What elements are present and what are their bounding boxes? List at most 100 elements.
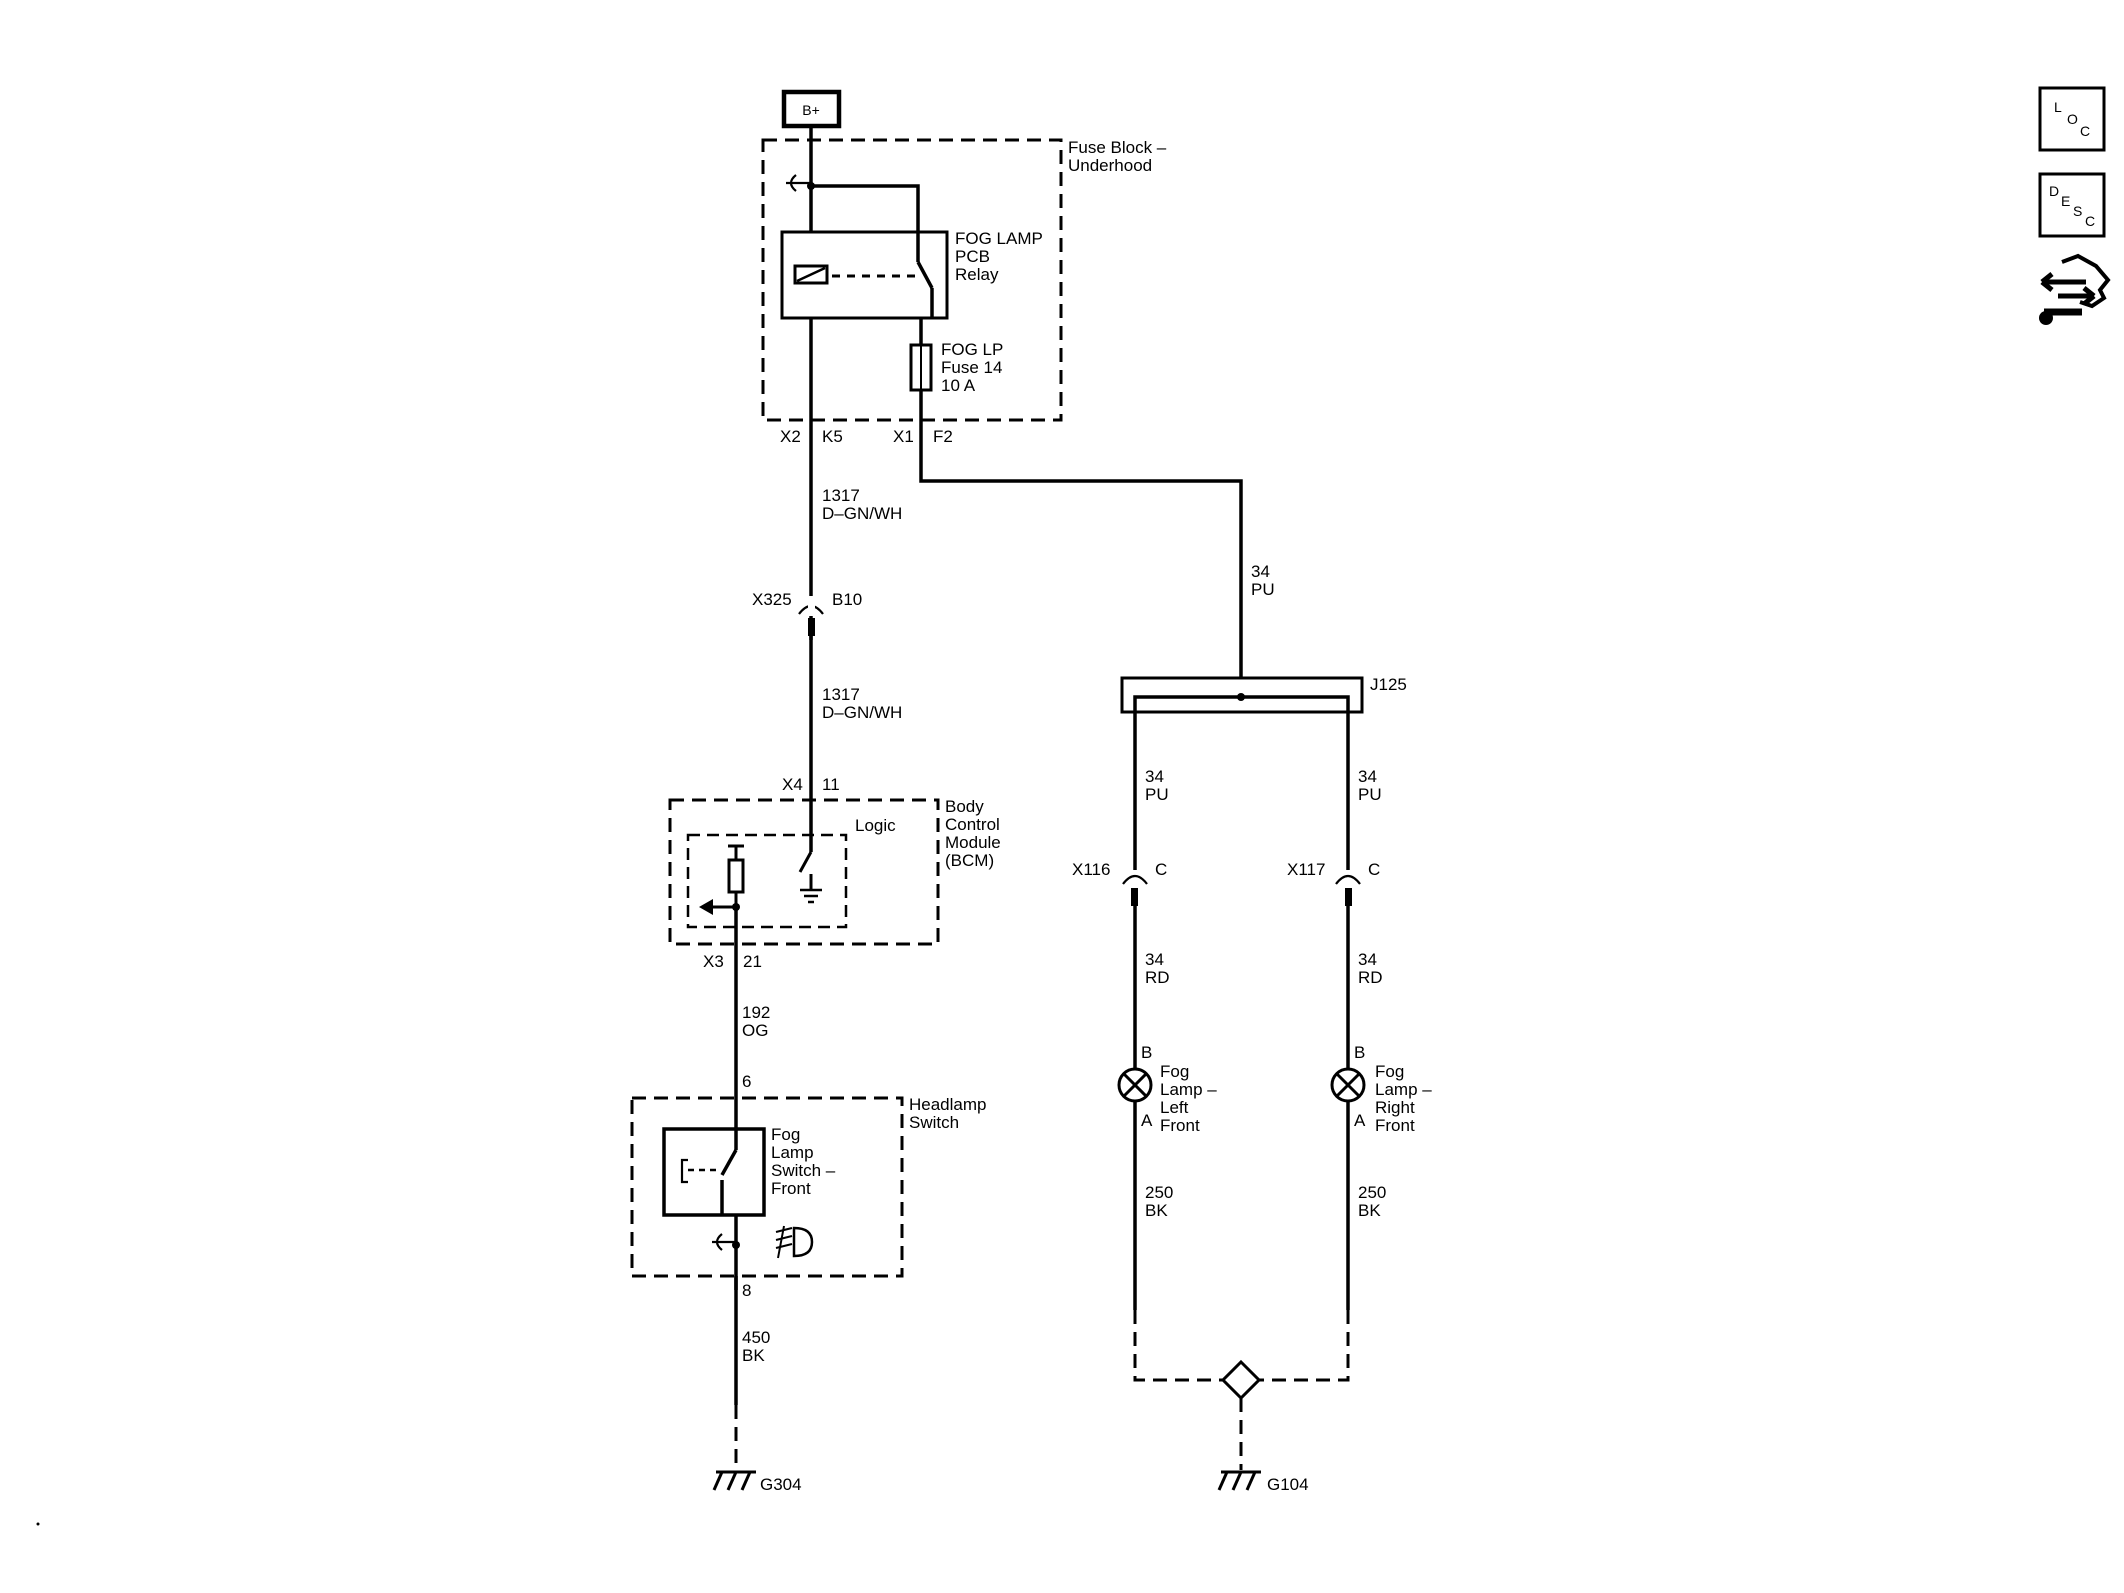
headlamp-pin-6: 6: [742, 1072, 751, 1091]
bcm-pin-21: 21: [743, 952, 762, 971]
internal-terminal-icon: [786, 174, 811, 192]
wire-34-top-circuit: 34: [1251, 562, 1270, 581]
ground-g104-label: G104: [1267, 1475, 1309, 1494]
relay-label-3: Relay: [955, 265, 999, 284]
ground-splice-diamond: [1220, 1359, 1262, 1401]
wire-450-circuit: 450: [742, 1328, 770, 1347]
headlamp-title-2: Switch: [909, 1113, 959, 1132]
fuse-label-1: FOG LP: [941, 340, 1003, 359]
location-view-button[interactable]: L O C: [2038, 86, 2106, 152]
right-lamp-label-3: Right: [1375, 1098, 1415, 1117]
loc-letter-l: L: [2054, 99, 2062, 115]
left-lamp-label-3: Left: [1160, 1098, 1189, 1117]
desc-letter-c: C: [2085, 213, 2095, 229]
description-view-button[interactable]: D E S C: [2038, 172, 2106, 238]
wire-34-top-color: PU: [1251, 580, 1275, 599]
bcm-title-1: Body: [945, 797, 984, 816]
splice-pack-j125: J125: [1120, 675, 1407, 714]
right-lamp-pin-b: B: [1354, 1043, 1365, 1062]
wire-250-left-circuit: 250: [1145, 1183, 1173, 1202]
wire-1317-b-color: D–GN/WH: [822, 703, 902, 722]
wire-1317-a-color: D–GN/WH: [822, 504, 902, 523]
headlamp-title-1: Headlamp: [909, 1095, 987, 1114]
relay-label-1: FOG LAMP: [955, 229, 1043, 248]
wire-34-right-color: PU: [1358, 785, 1382, 804]
x117-label: X117: [1287, 860, 1325, 879]
right-lamp-label-4: Front: [1375, 1116, 1415, 1135]
right-lamp-label-1: Fog: [1375, 1062, 1404, 1081]
connector-x325: X325 B10: [752, 590, 862, 636]
fog-lamp-relay: FOG LAMP PCB Relay: [780, 229, 1043, 320]
body-control-module: Logic Body Control Module (BCM) X4 11 X3…: [668, 775, 1001, 971]
battery-terminal: B+: [781, 89, 842, 129]
wire-34-pu-main: [919, 390, 1243, 697]
bcm-title-4: (BCM): [945, 851, 994, 870]
wire-34rd-right-circuit: 34: [1358, 950, 1377, 969]
fog-light-icon: [775, 1225, 814, 1259]
battery-label: B+: [802, 102, 820, 118]
desc-letter-d: D: [2049, 183, 2059, 199]
headlamp-pin-8: 8: [742, 1281, 751, 1300]
bcm-conn-x4: X4: [782, 775, 803, 794]
wire-34rd-left-circuit: 34: [1145, 950, 1164, 969]
x116-pin: C: [1155, 860, 1167, 879]
fuse-block-title-2: Underhood: [1068, 156, 1152, 175]
loc-letter-c: C: [2080, 123, 2090, 139]
desc-letter-e: E: [2061, 193, 2070, 209]
fuse-block-title-1: Fuse Block –: [1068, 138, 1167, 157]
fuse-label-2: Fuse 14: [941, 358, 1002, 377]
fuse-label-3: 10 A: [941, 376, 976, 395]
wire-34-left-color: PU: [1145, 785, 1169, 804]
bcm-title-2: Control: [945, 815, 1000, 834]
ground-g104-icon: [1217, 1470, 1261, 1491]
ground-g304-label: G304: [760, 1475, 802, 1494]
relay-label-2: PCB: [955, 247, 990, 266]
wire-250-right-color: BK: [1358, 1201, 1381, 1220]
ground-bus-right: [1259, 1310, 1350, 1382]
fog-switch-label-4: Front: [771, 1179, 811, 1198]
bcm-pin-11: 11: [822, 775, 840, 794]
fog-lp-fuse-14: FOG LP Fuse 14 10 A: [909, 340, 1003, 395]
x325-label: X325: [752, 590, 792, 609]
left-lamp-label-2: Lamp –: [1160, 1080, 1217, 1099]
wire-34-left-circuit: 34: [1145, 767, 1164, 786]
wire-34-right-circuit: 34: [1358, 767, 1377, 786]
wire-1317-a-circuit: 1317: [822, 486, 860, 505]
connector-x116: X116 C: [1072, 860, 1167, 906]
right-lamp-label-2: Lamp –: [1375, 1080, 1432, 1099]
fuse-block-underhood: Fuse Block – Underhood: [761, 138, 1167, 422]
wire-250-right-circuit: 250: [1358, 1183, 1386, 1202]
headlamp-switch: 6 Headlamp Switch Fog Lamp Switch – Fron…: [630, 1072, 987, 1300]
wire-relay-switch-feed: [811, 184, 920, 230]
desc-letter-s: S: [2073, 203, 2082, 219]
ground-bus-left: [1133, 1310, 1223, 1382]
wire-192-circuit: 192: [742, 1003, 770, 1022]
conn-x2: X2: [780, 427, 801, 446]
pin-k5: K5: [822, 427, 843, 446]
diagnostic-tool-icon[interactable]: [2039, 253, 2111, 325]
x117-pin: C: [1368, 860, 1380, 879]
pin-f2: F2: [933, 427, 953, 446]
bcm-logic-label: Logic: [855, 816, 896, 835]
left-lamp-label-4: Front: [1160, 1116, 1200, 1135]
wire-34rd-left-color: RD: [1145, 968, 1170, 987]
left-lamp-pin-b: B: [1141, 1043, 1152, 1062]
fog-switch-label-3: Switch –: [771, 1161, 836, 1180]
bcm-title-3: Module: [945, 833, 1001, 852]
wire-34rd-right-color: RD: [1358, 968, 1383, 987]
right-lamp-pin-a: A: [1354, 1111, 1366, 1130]
bcm-conn-x3: X3: [703, 952, 724, 971]
fog-switch-label-1: Fog: [771, 1125, 800, 1144]
j125-label: J125: [1370, 675, 1407, 694]
connector-x117: X117 C: [1287, 860, 1380, 906]
fog-lamp-right-front: B A Fog Lamp – Right Front: [1330, 1043, 1432, 1135]
fog-lamp-left-front: B A Fog Lamp – Left Front: [1117, 1043, 1217, 1135]
left-lamp-pin-a: A: [1141, 1111, 1153, 1130]
x116-label: X116: [1072, 860, 1110, 879]
ground-g304-icon: [712, 1470, 756, 1491]
loc-letter-o: O: [2067, 111, 2078, 127]
wire-250-left-color: BK: [1145, 1201, 1168, 1220]
wire-192-color: OG: [742, 1021, 768, 1040]
left-lamp-label-1: Fog: [1160, 1062, 1189, 1081]
